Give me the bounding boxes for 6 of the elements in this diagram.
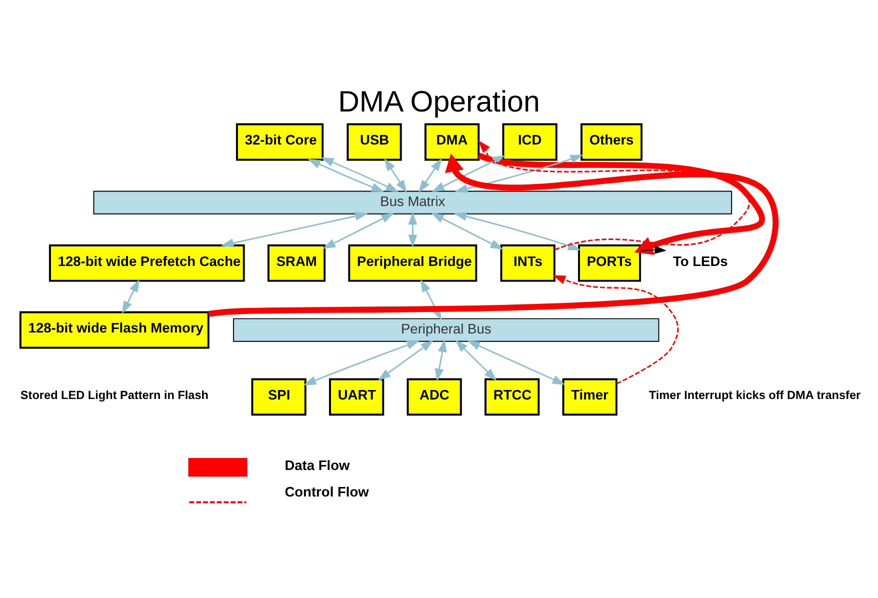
node-label: Stored LED Light Pattern in Flash — [20, 388, 209, 402]
legend-label: Data Flow — [284, 457, 350, 472]
legend-label: Control Flow — [284, 484, 369, 500]
diagram-title: DMA Operation — [338, 85, 540, 118]
node-text: To LEDs — [673, 253, 728, 268]
node-label: Timer Interrupt kicks off DMA transfer — [648, 388, 861, 402]
